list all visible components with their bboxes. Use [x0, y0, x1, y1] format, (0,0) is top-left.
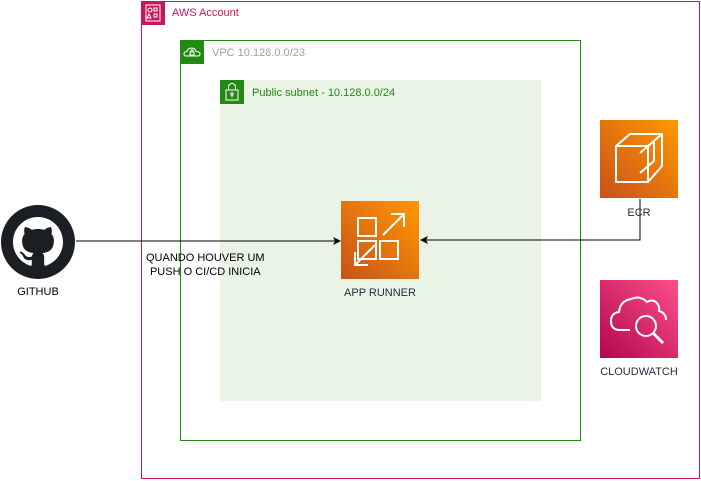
cloudwatch-icon [600, 280, 678, 358]
aws-account-label: AWS Account [172, 7, 239, 19]
ecr-icon [600, 120, 678, 198]
aws-account-group [141, 1, 700, 479]
aws-account-icon [141, 1, 165, 25]
padlock-icon [220, 80, 244, 104]
github-edge-label-line2: PUSH O CI/CD INICIA [149, 266, 261, 278]
vpc-label: VPC 10.128.0.0/23 [212, 47, 305, 59]
github-icon [0, 204, 76, 280]
app-runner-icon [341, 201, 419, 279]
github-edge-label-line1: QUANDO HOUVER UM [146, 252, 265, 264]
github-edge-label: QUANDO HOUVER UM PUSH O CI/CD INICIA [146, 251, 265, 279]
vpc-icon [180, 40, 204, 64]
app-runner-label: APP RUNNER [344, 287, 416, 299]
github-label: GITHUB [17, 286, 59, 298]
ecr-label: ECR [627, 207, 651, 219]
cloudwatch-label: CLOUDWATCH [600, 366, 678, 378]
public-subnet-label: Public subnet - 10.128.0.0/24 [252, 87, 396, 99]
ecr-to-app-runner-edge [420, 199, 641, 244]
